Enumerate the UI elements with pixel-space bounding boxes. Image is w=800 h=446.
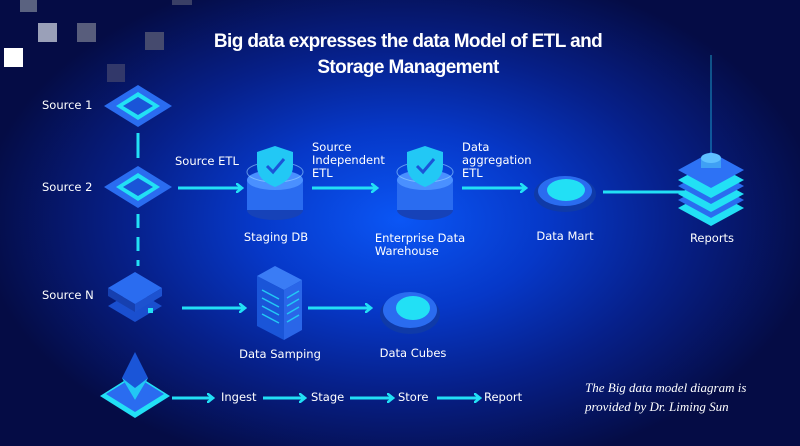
edw-line: Warehouse <box>374 244 439 258</box>
credit-line: The Big data model diagram is <box>585 380 747 395</box>
staging-db-label: Staging DB <box>243 230 309 244</box>
data-cubes-label: Data Cubes <box>379 346 447 360</box>
independent-etl-line: ETL <box>312 166 333 180</box>
enterprise-data-warehouse-icon <box>396 146 454 220</box>
data-mart-icon <box>534 176 596 212</box>
source-n-label: Source N <box>42 288 94 302</box>
source-2-label: Source 2 <box>42 180 93 194</box>
edw-label: Enterprise Data Warehouse <box>375 232 465 258</box>
pixel-square <box>38 23 57 42</box>
pixel-square <box>145 32 164 50</box>
source-1-label: Source 1 <box>42 98 93 112</box>
source-n-icon <box>108 272 162 322</box>
pixel-square <box>77 23 96 42</box>
independent-etl-line: Independent <box>312 153 385 167</box>
pipeline-report: Report <box>484 390 523 404</box>
pipeline-stage: Stage <box>311 390 345 404</box>
pixel-square <box>20 0 37 12</box>
aggregation-etl-line: aggregation <box>462 153 532 167</box>
data-sampling-icon <box>257 266 302 340</box>
aggregation-etl-line: ETL <box>462 166 483 180</box>
reports-icon <box>678 152 744 226</box>
source-2-icon <box>104 166 172 208</box>
data-cubes-icon <box>380 292 440 334</box>
title-line-1: Big data expresses the data Model of ETL… <box>213 31 603 52</box>
independent-etl-line: Source <box>312 140 352 154</box>
pixel-square <box>172 0 192 5</box>
edw-line: Enterprise Data <box>374 231 466 245</box>
aggregation-etl-label: Data aggregation ETL <box>462 141 532 180</box>
reports-label: Reports <box>689 231 735 245</box>
pipeline-store: Store <box>398 390 429 404</box>
data-sampling-label: Data Samping <box>239 347 321 361</box>
source-1-icon <box>104 85 172 127</box>
pixel-square <box>107 64 125 82</box>
credit-note: The Big data model diagram is provided b… <box>585 378 746 416</box>
title-line-2: Storage Management <box>317 57 499 78</box>
pipeline-ingest: Ingest <box>221 390 257 404</box>
staging-db-icon <box>246 146 304 220</box>
pixel-square <box>4 48 23 67</box>
source-etl-label: Source ETL <box>175 154 239 168</box>
pipeline-icon <box>100 352 170 418</box>
data-mart-label: Data Mart <box>536 229 594 243</box>
credit-line: provided by Dr. Liming Sun <box>585 399 729 414</box>
independent-etl-label: Source Independent ETL <box>312 141 385 180</box>
aggregation-etl-line: Data <box>462 140 490 154</box>
